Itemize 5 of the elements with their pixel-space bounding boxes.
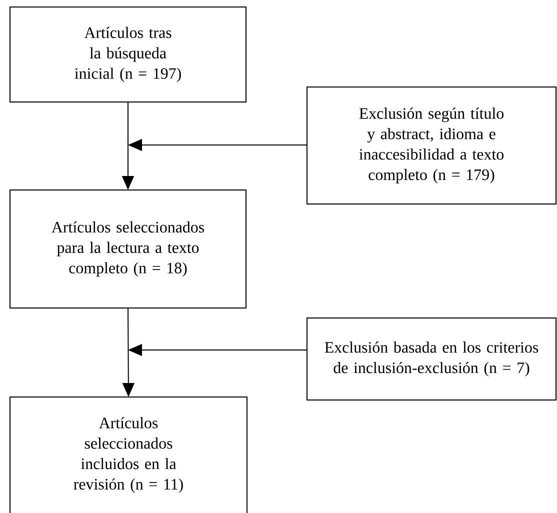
process-box: Exclusión según título y abstract, idioma e inaccesibilidad a texto completo (n = 179) — [306, 86, 556, 204]
process-box: Artículos seleccionados incluidos en la revisión (n = 11) — [10, 396, 248, 513]
process-box: Artículos seleccionados para la lectura a texto completo (n = 18) — [10, 189, 246, 308]
process-box: Artículos tras la búsqueda inicial (n = 197) — [10, 6, 246, 102]
process-box: Exclusión basada en los criterios de inclusión-exclusión (n = 7) — [306, 317, 556, 400]
